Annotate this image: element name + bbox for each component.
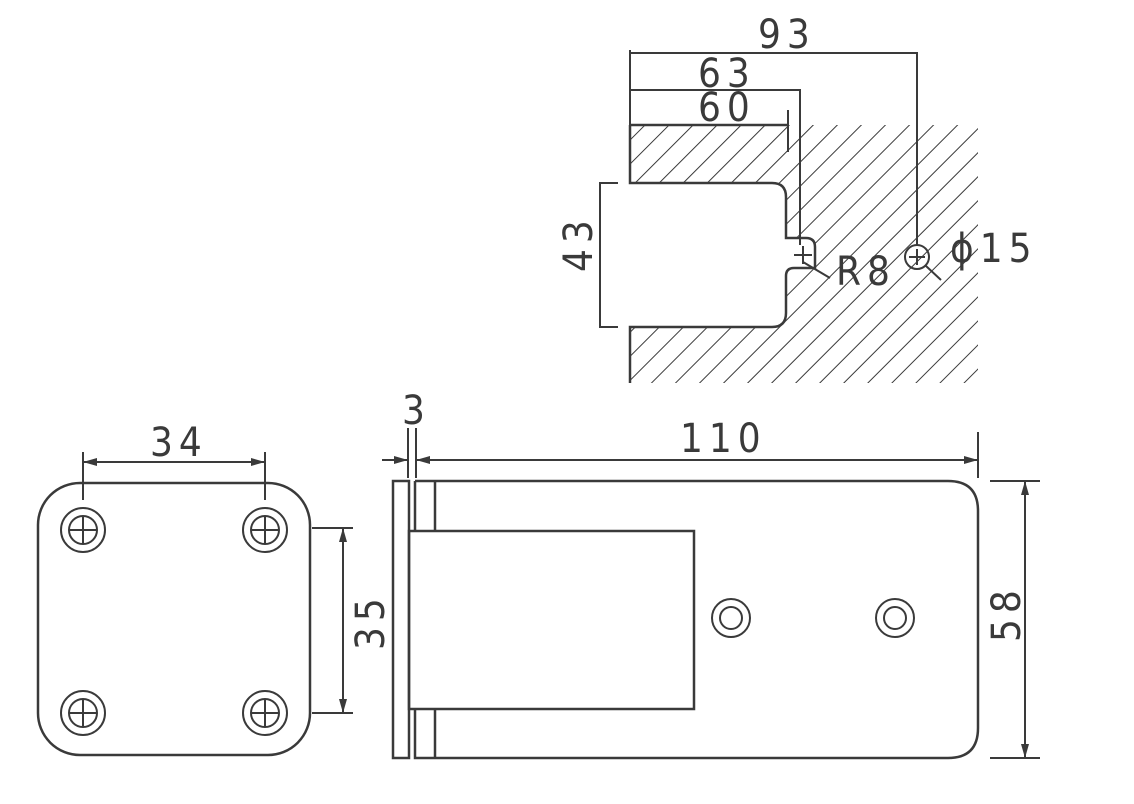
- dimension-label-3: 3: [402, 388, 431, 434]
- dimension-label-63: 63: [698, 51, 756, 97]
- screw-hole-icon: [242, 507, 288, 553]
- dimension-line-35: [312, 527, 353, 714]
- screw-hole-icon: [242, 690, 288, 736]
- dimension-line-93: [629, 50, 918, 245]
- hinge-body-outline: [413, 479, 980, 760]
- screw-hole-icon: [711, 598, 751, 638]
- dimension-label-60: 60: [698, 85, 756, 131]
- dimension-label-110: 110: [680, 416, 767, 462]
- plate-view: 34 35: [36, 420, 394, 757]
- dimension-line-3: [407, 428, 417, 478]
- dimension-label-r8: R8: [836, 249, 896, 295]
- dimension-line-58: [990, 480, 1040, 759]
- dimension-label-34: 34: [150, 420, 208, 466]
- dimension-line-63: [630, 89, 801, 245]
- hinge-leaf: [407, 529, 696, 711]
- hatched-glass-section: [630, 125, 978, 383]
- screw-hole-icon: [875, 598, 915, 638]
- glass-plate: [391, 479, 411, 760]
- dimension-label-35: 35: [348, 592, 394, 650]
- plate-outline: [36, 481, 312, 757]
- screw-hole-icon: [60, 690, 106, 736]
- dimension-label-43: 43: [556, 214, 602, 272]
- radius-center-mark-icon: [794, 246, 831, 279]
- cutout-view: 93 63 60 43 R8 ϕ15: [556, 12, 1038, 383]
- hole-circle-icon: [904, 244, 942, 281]
- pocket-outline: [628, 123, 817, 383]
- dimension-line-43: [599, 182, 618, 328]
- dimension-label-phi15: ϕ15: [950, 226, 1038, 272]
- dimension-label-58: 58: [984, 584, 1030, 642]
- dimension-label-93: 93: [758, 12, 816, 58]
- screw-hole-icon: [60, 507, 106, 553]
- side-view: 3 110 58: [382, 388, 1040, 760]
